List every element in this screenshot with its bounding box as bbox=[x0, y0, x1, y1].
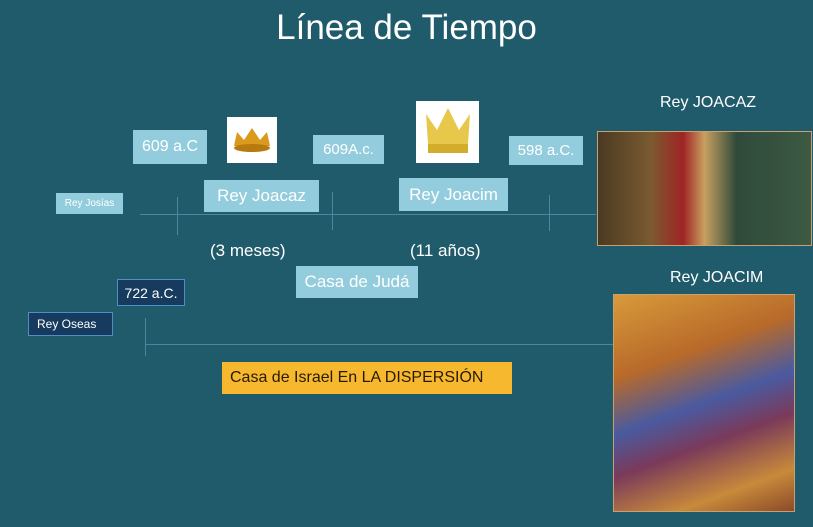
date-722-ac: 722 a.C. bbox=[117, 279, 185, 306]
crown-icon bbox=[227, 117, 277, 163]
timeline-tick bbox=[332, 192, 333, 230]
date-609ac-2: 609A.c. bbox=[313, 135, 384, 164]
date-598-ac: 598 a.C. bbox=[509, 136, 583, 165]
king-joacaz-portrait bbox=[597, 131, 812, 246]
timeline-tick bbox=[145, 318, 146, 356]
judah-timeline bbox=[140, 214, 596, 215]
king-joacim-box: Rey Joacim bbox=[399, 178, 508, 211]
king-joacaz-box: Rey Joacaz bbox=[204, 180, 319, 212]
casa-de-juda-box: Casa de Judá bbox=[296, 266, 418, 298]
crown-icon bbox=[416, 101, 479, 163]
portrait-label-joacaz: Rey JOACAZ bbox=[660, 94, 757, 111]
king-josias-box: Rey Josías bbox=[56, 193, 123, 214]
timeline-tick bbox=[549, 195, 550, 231]
duration-joacaz: (3 meses) bbox=[210, 241, 286, 260]
casa-de-israel-box: Casa de Israel En LA DISPERSIÓN bbox=[222, 362, 512, 394]
duration-joacim: (11 años) bbox=[410, 241, 481, 260]
king-joacim-portrait bbox=[613, 294, 795, 512]
timeline-tick bbox=[177, 197, 178, 235]
date-609-ac: 609 a.C bbox=[133, 130, 207, 164]
israel-timeline bbox=[145, 344, 613, 345]
king-oseas-box: Rey Oseas bbox=[28, 312, 113, 336]
slide-title: Línea de Tiempo bbox=[276, 8, 537, 47]
portrait-label-joacim: Rey JOACIM bbox=[670, 269, 764, 286]
